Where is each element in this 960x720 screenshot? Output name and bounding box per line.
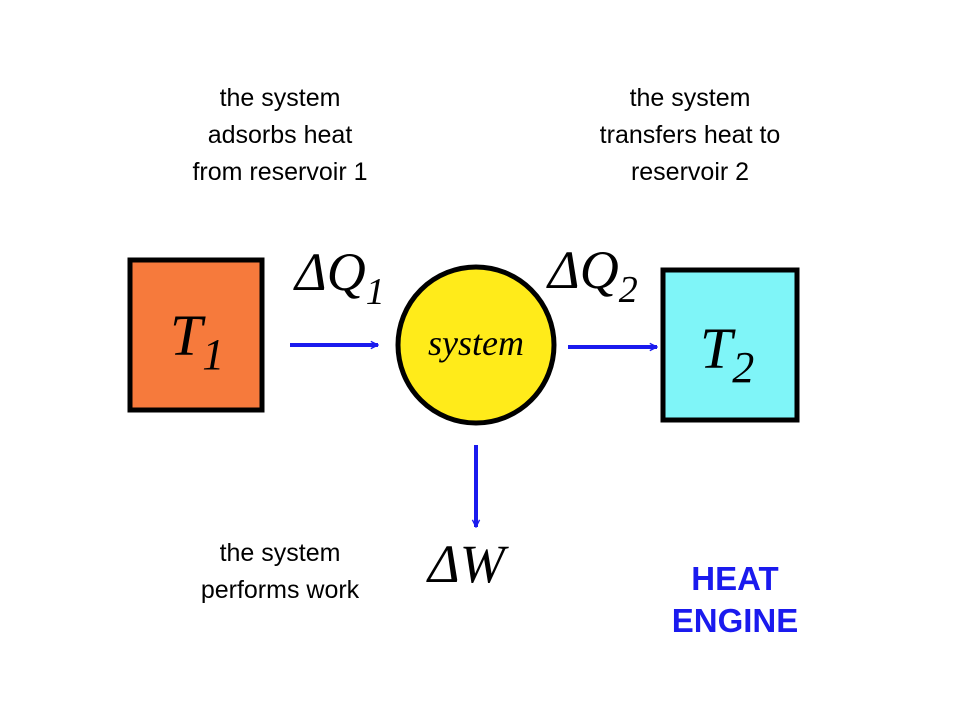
caption-line: the system xyxy=(629,84,751,112)
caption-absorbs-heat: the system adsorbs heat from reservoir 1 xyxy=(130,80,430,191)
caption-transfers-heat: the system transfers heat to reservoir 2 xyxy=(540,80,840,191)
title-line: HEAT xyxy=(691,560,779,597)
caption-line: adsorbs heat xyxy=(207,121,353,149)
caption-line: performs work xyxy=(200,576,360,604)
caption-line: reservoir 2 xyxy=(630,158,750,186)
delta-symbol: Δ xyxy=(546,240,580,300)
reservoir-2-symbol: T xyxy=(700,316,736,381)
work-symbol: W xyxy=(460,534,510,594)
title-line: ENGINE xyxy=(671,602,799,639)
heat-subscript: 2 xyxy=(619,269,638,311)
reservoir-1-label: T1 xyxy=(170,303,224,379)
work-label: ΔW xyxy=(426,534,510,594)
heat-engine-title: HEAT ENGINE xyxy=(620,558,850,642)
reservoir-1-subscript: 1 xyxy=(202,330,224,379)
caption-line: the system xyxy=(219,539,341,567)
reservoir-2-subscript: 2 xyxy=(732,343,754,392)
caption-line: the system xyxy=(219,84,341,112)
delta-symbol: Δ xyxy=(426,534,460,594)
reservoir-1-box xyxy=(127,257,265,413)
caption-line: from reservoir 1 xyxy=(192,158,368,186)
heat-in-label: ΔQ1 xyxy=(293,242,385,313)
reservoir-2-box xyxy=(660,267,800,423)
heat-out-label: ΔQ2 xyxy=(546,240,638,311)
heat-symbol: Q xyxy=(327,242,366,302)
heat-subscript: 1 xyxy=(366,271,385,313)
caption-line: transfers heat to xyxy=(599,121,781,149)
system-circle xyxy=(395,264,557,426)
reservoir-2-label: T2 xyxy=(700,316,754,392)
caption-performs-work: the system performs work xyxy=(130,535,430,609)
reservoir-1-symbol: T xyxy=(170,303,206,368)
heat-symbol: Q xyxy=(580,240,619,300)
delta-symbol: Δ xyxy=(293,242,327,302)
system-label: system xyxy=(428,323,524,363)
